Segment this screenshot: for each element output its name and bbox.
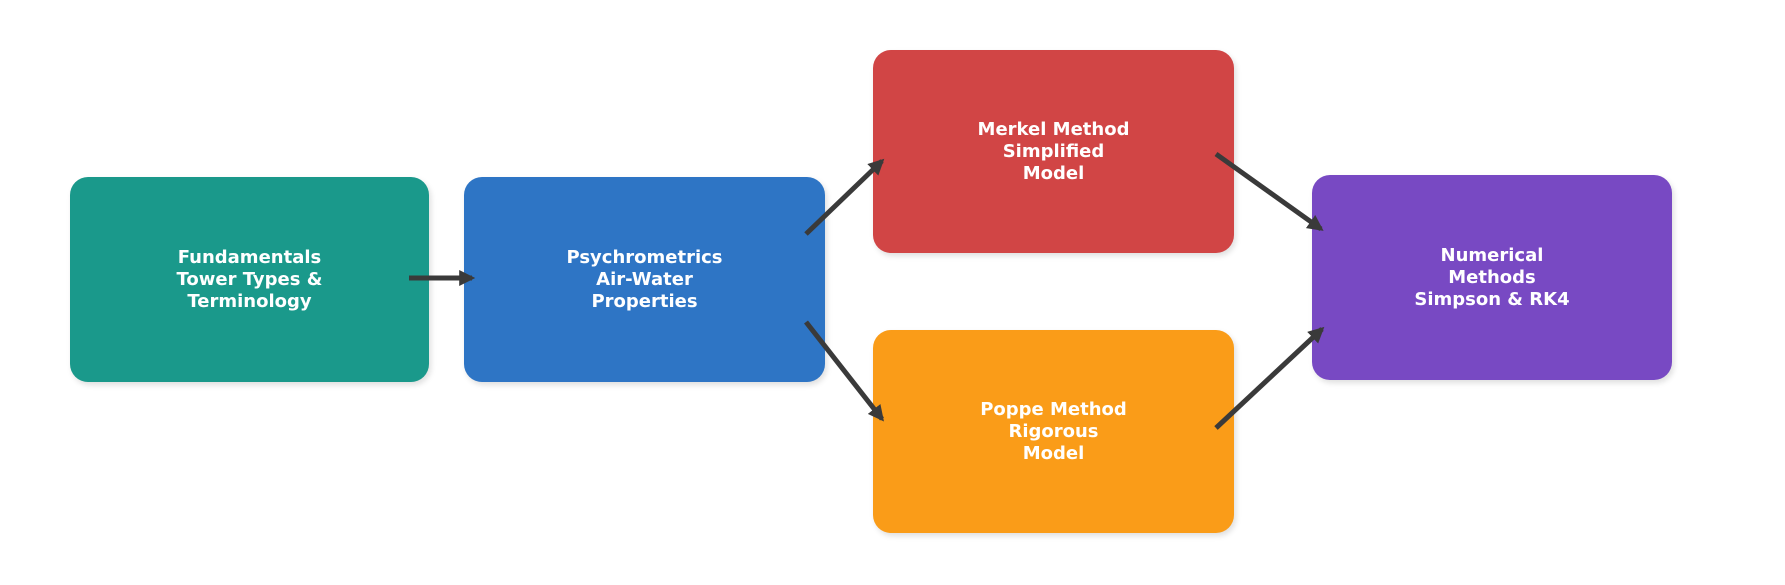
node-fundamentals-label-line: Terminology bbox=[187, 290, 312, 312]
node-poppe-method-label-line: Rigorous bbox=[1008, 420, 1099, 442]
node-numerical-methods-label-line: Numerical bbox=[1440, 244, 1544, 266]
node-numerical-methods-label-line: Methods bbox=[1448, 266, 1536, 288]
node-merkel-method-label-line: Merkel Method bbox=[977, 118, 1130, 140]
node-fundamentals-label-line: Fundamentals bbox=[177, 246, 322, 268]
node-fundamentals-label-line: Tower Types & bbox=[176, 268, 323, 290]
node-merkel-method-label-line: Model bbox=[1022, 162, 1085, 184]
node-numerical-methods-label-line: Simpson & RK4 bbox=[1414, 288, 1570, 310]
node-psychrometrics-label-line: Air-Water bbox=[596, 268, 693, 290]
node-poppe-method-label-line: Poppe Method bbox=[980, 398, 1127, 420]
node-psychrometrics-label-line: Properties bbox=[591, 290, 698, 312]
node-merkel-method-label-line: Simplified bbox=[1002, 140, 1105, 162]
node-poppe-method-label-line: Model bbox=[1022, 442, 1085, 464]
node-psychrometrics-label-line: Psychrometrics bbox=[566, 246, 723, 268]
